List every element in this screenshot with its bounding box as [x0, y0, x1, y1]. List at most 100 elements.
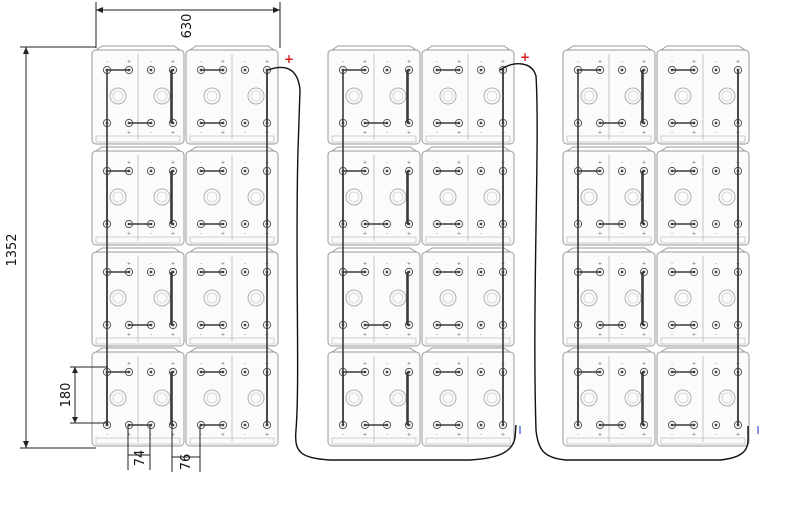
polarity-mark: - — [386, 432, 388, 438]
polarity-mark: + — [221, 261, 225, 267]
polarity-mark: - — [436, 432, 438, 438]
polarity-mark: + — [457, 432, 461, 438]
battery-cell: -+-+-+-+ — [91, 45, 185, 145]
battery-cell: -+-+-+-+ — [91, 347, 185, 447]
polarity-mark: - — [715, 231, 717, 237]
polarity-mark: + — [221, 361, 225, 367]
bank-2-positive-terminal: + — [520, 50, 530, 64]
polarity-mark: + — [407, 231, 411, 237]
polarity-mark: - — [200, 130, 202, 136]
polarity-mark: - — [244, 332, 246, 338]
polarity-mark: + — [171, 361, 175, 367]
battery-cell: -+-+-+-+ — [185, 45, 279, 145]
polarity-mark: + — [127, 231, 131, 237]
polarity-mark: + — [692, 231, 696, 237]
polarity-mark: - — [621, 432, 623, 438]
polarity-mark: + — [363, 361, 367, 367]
polarity-mark: + — [221, 432, 225, 438]
polarity-mark: - — [480, 261, 482, 267]
polarity-mark: + — [127, 332, 131, 338]
polarity-mark: + — [171, 231, 175, 237]
polarity-mark: + — [363, 261, 367, 267]
polarity-mark: + — [457, 231, 461, 237]
polarity-mark: - — [386, 130, 388, 136]
polarity-mark: - — [671, 261, 673, 267]
polarity-mark: + — [642, 59, 646, 65]
polarity-mark: - — [577, 59, 579, 65]
bank-1-positive-terminal: + — [284, 52, 294, 66]
battery-bank-1: -+-+-+-+-+-+-+-+-+-+-+-+-+-+-+-+-+-+-+-+… — [91, 45, 279, 447]
polarity-mark: + — [363, 160, 367, 166]
polarity-mark: + — [457, 361, 461, 367]
polarity-mark: + — [598, 130, 602, 136]
polarity-mark: - — [200, 160, 202, 166]
terminal-spacing-b-dimension: 76 — [171, 425, 201, 472]
polarity-mark: - — [436, 361, 438, 367]
polarity-mark: - — [671, 361, 673, 367]
polarity-mark: + — [363, 332, 367, 338]
polarity-mark: - — [621, 130, 623, 136]
polarity-mark: - — [715, 432, 717, 438]
battery-bank-2: -+-+-+-+-+-+-+-+-+-+-+-+-+-+-+-+-+-+-+-+… — [327, 45, 515, 447]
polarity-mark: + — [501, 432, 505, 438]
polarity-mark: - — [671, 231, 673, 237]
polarity-mark: - — [244, 231, 246, 237]
polarity-mark: + — [127, 160, 131, 166]
bank-2-negative-terminal: I — [518, 424, 521, 437]
polarity-mark: + — [363, 130, 367, 136]
polarity-mark: + — [407, 160, 411, 166]
battery-cell: -+-+-+-+ — [421, 247, 515, 347]
polarity-mark: - — [480, 432, 482, 438]
polarity-mark: - — [436, 160, 438, 166]
polarity-mark: - — [386, 261, 388, 267]
polarity-mark: + — [692, 261, 696, 267]
polarity-mark: + — [265, 59, 269, 65]
polarity-mark: - — [436, 332, 438, 338]
polarity-mark: - — [342, 432, 344, 438]
battery-cell: -+-+-+-+ — [327, 146, 421, 246]
polarity-mark: + — [736, 432, 740, 438]
polarity-mark: + — [127, 130, 131, 136]
polarity-mark: - — [621, 231, 623, 237]
battery-cell: -+-+-+-+ — [656, 347, 750, 447]
battery-cell: -+-+-+-+ — [421, 146, 515, 246]
polarity-mark: - — [621, 59, 623, 65]
polarity-mark: - — [715, 160, 717, 166]
battery-cell: -+-+-+-+ — [656, 45, 750, 145]
polarity-mark: - — [480, 332, 482, 338]
polarity-mark: + — [221, 59, 225, 65]
polarity-mark: + — [598, 332, 602, 338]
polarity-mark: + — [221, 231, 225, 237]
polarity-mark: - — [150, 160, 152, 166]
polarity-mark: - — [480, 130, 482, 136]
polarity-mark: - — [715, 261, 717, 267]
inter-cell-jumpers — [106, 69, 739, 426]
polarity-mark: - — [244, 130, 246, 136]
polarity-mark: - — [480, 160, 482, 166]
polarity-mark: - — [150, 261, 152, 267]
terminal-spacing-a-label: 74 — [133, 450, 148, 467]
battery-banks: -+-+-+-+-+-+-+-+-+-+-+-+-+-+-+-+-+-+-+-+… — [91, 45, 750, 447]
polarity-mark: - — [715, 130, 717, 136]
polarity-mark: + — [363, 432, 367, 438]
polarity-mark: - — [200, 261, 202, 267]
polarity-mark: + — [642, 130, 646, 136]
battery-cell: -+-+-+-+ — [327, 247, 421, 347]
polarity-mark: + — [407, 361, 411, 367]
polarity-mark: - — [200, 231, 202, 237]
polarity-mark: + — [736, 59, 740, 65]
polarity-mark: + — [642, 231, 646, 237]
polarity-mark: - — [386, 59, 388, 65]
battery-cell: -+-+-+-+ — [421, 45, 515, 145]
polarity-mark: - — [671, 432, 673, 438]
polarity-mark: + — [221, 130, 225, 136]
polarity-mark: - — [480, 59, 482, 65]
polarity-mark: - — [150, 361, 152, 367]
polarity-mark: + — [127, 432, 131, 438]
cell-height-dimension-label: 180 — [59, 383, 74, 408]
battery-bank-3: -+-+-+-+-+-+-+-+-+-+-+-+-+-+-+-+-+-+-+-+… — [562, 45, 750, 447]
polarity-mark: - — [386, 231, 388, 237]
polarity-mark: - — [436, 231, 438, 237]
polarity-mark: + — [692, 361, 696, 367]
